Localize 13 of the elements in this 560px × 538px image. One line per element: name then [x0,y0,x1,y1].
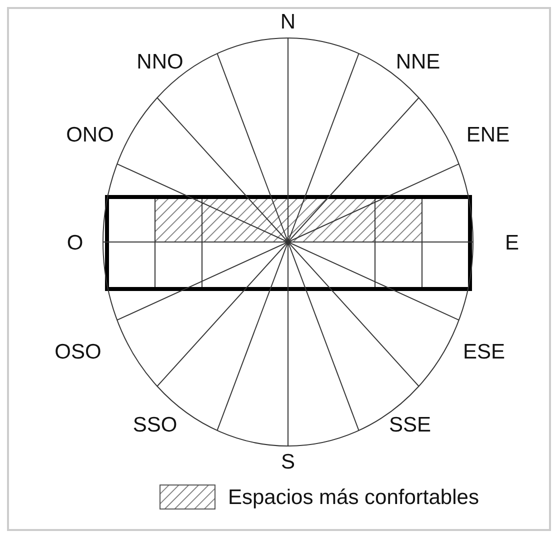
direction-label: N [280,12,296,32]
direction-label: ONO [66,124,114,146]
direction-label: E [505,232,519,254]
direction-label: SSO [132,414,178,436]
direction-label: OSO [54,342,102,362]
direction-label: ENE [466,124,510,146]
direction-label: NNE [396,52,440,72]
direction-label: SSE [388,414,432,436]
direction-label: O [66,232,84,254]
direction-label: NNO [136,52,184,72]
legend-label: Espacios más confortables [228,486,479,510]
direction-label: S [281,452,295,472]
direction-label: ESE [462,342,506,362]
